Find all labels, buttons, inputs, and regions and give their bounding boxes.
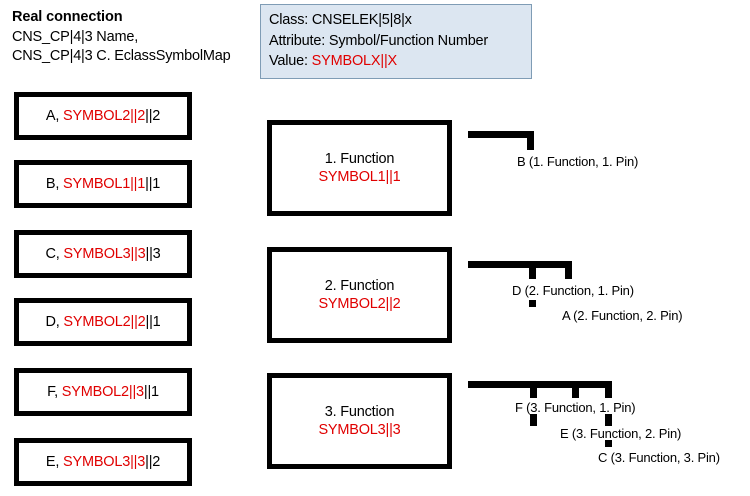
connection-box-d[interactable]: D, SYMBOL2||2||1 [14,298,192,346]
conn-prefix: E, [45,454,64,470]
conn-suffix: ||1 [145,314,161,330]
function-box-3[interactable]: 3. Function SYMBOL3||3 [267,373,452,469]
info-value-label: Value: [269,53,312,70]
connector-bar [468,381,612,388]
pin-label-f3-p3: C (3. Function, 3. Pin) [598,450,720,465]
function-name: 3. Function [324,403,395,420]
info-callout-box: Class: CNSELEK|5|8|x Attribute: Symbol/F… [260,4,532,80]
connection-box-label: C, SYMBOL3||3||3 [45,246,160,262]
pin-label-f1-p1: B (1. Function, 1. Pin) [517,154,639,169]
info-class-line: Class: CNSELEK|5|8|x [269,12,412,28]
legend-line-2: CNS_CP|4|3 C. EclassSymbolMap [12,48,231,65]
conn-symbol: SYMBOL2||2 [63,314,146,330]
connector-pin-stub-1 [529,261,536,279]
conn-suffix: ||1 [143,384,159,400]
conn-prefix: A, [45,108,64,124]
connection-box-label: A, SYMBOL2||2||2 [46,108,160,124]
connector-pin-stub-1 [527,131,534,150]
connection-box-label: F, SYMBOL2||3||1 [47,384,159,400]
conn-symbol: SYMBOL3||3 [63,454,146,470]
connector-bar [468,261,572,268]
pin-label-f3-p2: E (3. Function, 2. Pin) [560,426,682,441]
connection-box-b[interactable]: B, SYMBOL1||1||1 [14,160,192,208]
connector-drop-stub-2 [530,414,537,426]
connector-pin-dot-3 [605,440,612,447]
connector-drop-stub-3 [605,414,612,426]
connector-bar [468,131,534,138]
function-name: 2. Function [324,277,395,294]
legend-line-1: CNS_CP|4|3 Name, [12,28,139,45]
connector-pin-stub-3 [605,381,612,398]
pin-label-f2-p1: D (2. Function, 1. Pin) [512,283,634,298]
legend-title: Real connection [12,9,123,25]
function-symbol: SYMBOL1||1 [318,169,401,185]
connector-pin-stub-1 [530,381,537,398]
function-symbol: SYMBOL2||2 [318,296,401,312]
connector-pin-stub-2 [572,381,579,398]
conn-suffix: ||2 [145,108,161,124]
conn-suffix: ||2 [145,454,161,470]
conn-symbol: SYMBOL2||2 [63,108,146,124]
conn-symbol: SYMBOL3||3 [63,246,146,262]
legend-block: Real connection CNS_CP|4|3 Name, CNS_CP|… [12,8,262,67]
pin-label-f2-p2: A (2. Function, 2. Pin) [562,308,683,323]
info-value-line: Value: SYMBOLX||X [269,51,523,72]
info-value: SYMBOLX||X [311,53,398,70]
info-attribute-line: Attribute: Symbol/Function Number [269,32,489,49]
connection-box-e[interactable]: E, SYMBOL3||3||2 [14,438,192,486]
conn-suffix: ||3 [145,246,161,262]
connector-pin-stub-2 [565,261,572,279]
conn-prefix: F, [47,384,62,400]
conn-prefix: B, [45,176,64,192]
connection-box-label: E, SYMBOL3||3||2 [46,454,160,470]
connection-box-f[interactable]: F, SYMBOL2||3||1 [14,368,192,416]
pin-label-f3-p1: F (3. Function, 1. Pin) [515,400,636,415]
function-box-2[interactable]: 2. Function SYMBOL2||2 [267,247,452,343]
connection-box-label: D, SYMBOL2||2||1 [45,314,160,330]
connection-box-label: B, SYMBOL1||1||1 [46,176,160,192]
connector-pin-dot-2 [529,300,536,307]
function-symbol: SYMBOL3||3 [318,422,401,438]
conn-prefix: C, [45,246,64,262]
function-name: 1. Function [324,150,395,167]
conn-suffix: ||1 [145,176,161,192]
conn-prefix: D, [45,314,64,330]
conn-symbol: SYMBOL2||3 [61,384,144,400]
function-box-1[interactable]: 1. Function SYMBOL1||1 [267,120,452,216]
connection-box-c[interactable]: C, SYMBOL3||3||3 [14,230,192,278]
conn-symbol: SYMBOL1||1 [63,176,146,192]
connection-box-a[interactable]: A, SYMBOL2||2||2 [14,92,192,140]
